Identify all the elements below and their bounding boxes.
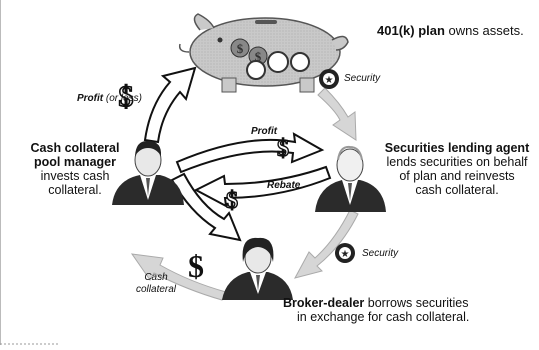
agent-title: Securities lending agent: [384, 141, 530, 155]
arrow-plan-to-agent: [317, 87, 357, 141]
edge-profit-label: Profit: [251, 126, 278, 137]
broker-desc-line1: borrows securities: [367, 296, 469, 310]
agent-desc-line1: lends securities on behalf: [386, 155, 528, 169]
svg-text:★: ★: [325, 75, 334, 86]
broker-desc-line2: in exchange for cash collateral.: [297, 310, 470, 324]
arrow-pool-to-broker: [170, 172, 242, 242]
pool-desc-line1: invests cash: [40, 169, 110, 183]
pool-manager-label: Cash collateral pool manager invests cas…: [20, 141, 130, 197]
edge-rebate-label: Rebate: [267, 180, 301, 191]
edge-cash-collateral-line1: Cash: [144, 272, 168, 283]
pool-desc-line2: collateral.: [48, 183, 102, 197]
broker-label: Broker-dealer borrows securities in exch…: [283, 296, 469, 324]
arrow-pool-to-plan: [143, 66, 197, 144]
security-badge-icon: ★: [335, 243, 355, 263]
broker-title: Broker-dealer: [283, 296, 365, 310]
edge-profit-word: Profit: [77, 93, 104, 104]
agent-label: Securities lending agent lends securitie…: [382, 141, 532, 197]
arrow-pool-to-agent: [175, 132, 325, 174]
arrow-agent-to-broker: [294, 209, 359, 279]
pool-manager-figure: [112, 140, 184, 205]
edge-cash-collateral-line2: collateral: [136, 284, 177, 295]
svg-text:★: ★: [341, 249, 350, 260]
dollar-icon: $: [119, 80, 134, 113]
plan-desc: owns assets.: [448, 23, 524, 38]
agent-desc-line2: of plan and reinvests: [399, 169, 515, 183]
lending-agent-figure: [315, 145, 386, 212]
edge-profit-or-loss-label: Profit (or loss): [77, 92, 142, 106]
edge-or-loss-word: (or loss): [105, 93, 143, 104]
pool-title-line2: pool manager: [34, 155, 116, 169]
broker-dealer-figure: [222, 237, 293, 300]
edge-security-label-2: Security: [362, 248, 399, 259]
security-badge-icon: ★: [319, 69, 339, 89]
piggy-bank-icon: $ $: [178, 13, 349, 93]
dollar-icon: $: [277, 136, 289, 162]
svg-text:$: $: [255, 49, 262, 64]
agent-desc-line3: cash collateral.: [415, 183, 499, 197]
dollar-icon: $: [188, 248, 204, 284]
plan-label: 401(k) plan owns assets.: [377, 24, 524, 38]
plan-title: 401(k) plan: [377, 23, 445, 38]
svg-text:$: $: [237, 41, 244, 56]
edge-security-label-1: Security: [344, 73, 381, 84]
edge-cash-collateral-label: Cash collateral: [136, 272, 176, 296]
arrow-broker-to-pool: [130, 253, 227, 301]
dollar-icon: $: [226, 188, 238, 214]
pool-title-line1: Cash collateral: [30, 141, 120, 155]
arrow-agent-to-pool: [193, 165, 332, 208]
